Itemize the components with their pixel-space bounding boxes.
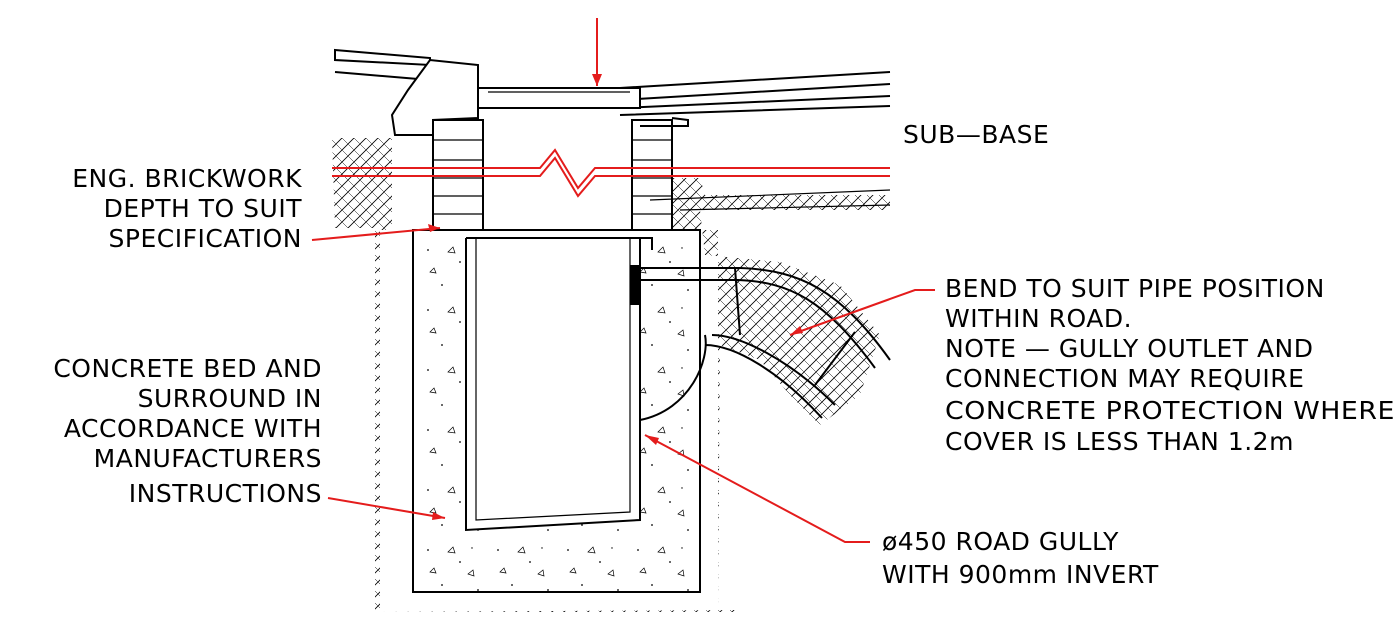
label-bend-note: BEND TO SUIT PIPE POSITION WITHIN ROAD. … xyxy=(945,274,1395,456)
bend-line-2: WITHIN ROAD. xyxy=(945,304,1132,333)
concrete-line-4: MANUFACTURERS xyxy=(94,444,322,473)
concrete-line-1: CONCRETE BED AND xyxy=(53,354,322,383)
label-gully: ø450 ROAD GULLY WITH 900mm INVERT xyxy=(882,527,1159,589)
concrete-line-5: INSTRUCTIONS xyxy=(129,479,322,508)
outlet-bend xyxy=(640,267,891,419)
bend-line-4: CONNECTION MAY REQUIRE xyxy=(945,364,1304,393)
bend-line-1: BEND TO SUIT PIPE POSITION xyxy=(945,274,1325,303)
label-brickwork: ENG. BRICKWORK DEPTH TO SUIT SPECIFICATI… xyxy=(72,164,303,253)
gully-line-1: ø450 ROAD GULLY xyxy=(882,527,1119,556)
section-break-lines xyxy=(332,18,890,198)
kerb-and-road xyxy=(334,48,891,211)
gully-pot xyxy=(465,237,707,532)
label-concrete: CONCRETE BED AND SURROUND IN ACCORDANCE … xyxy=(53,354,322,508)
bend-line-6: COVER IS LESS THAN 1.2m xyxy=(945,427,1294,456)
label-sub-base: SUB—BASE xyxy=(903,120,1049,149)
gully-line-2: WITH 900mm INVERT xyxy=(882,560,1159,589)
brickwork-line-2: DEPTH TO SUIT xyxy=(104,194,303,223)
bend-line-3: NOTE — GULLY OUTLET AND xyxy=(945,334,1314,363)
bend-line-5: CONCRETE PROTECTION WHERE xyxy=(945,396,1395,425)
concrete-line-2: SURROUND IN xyxy=(138,384,322,413)
leader-lines xyxy=(311,224,935,543)
concrete-line-3: ACCORDANCE WITH xyxy=(64,414,322,443)
brickwork-line-1: ENG. BRICKWORK xyxy=(72,164,302,193)
earth-hatching xyxy=(332,138,890,612)
brickwork-line-3: SPECIFICATION xyxy=(109,224,302,253)
